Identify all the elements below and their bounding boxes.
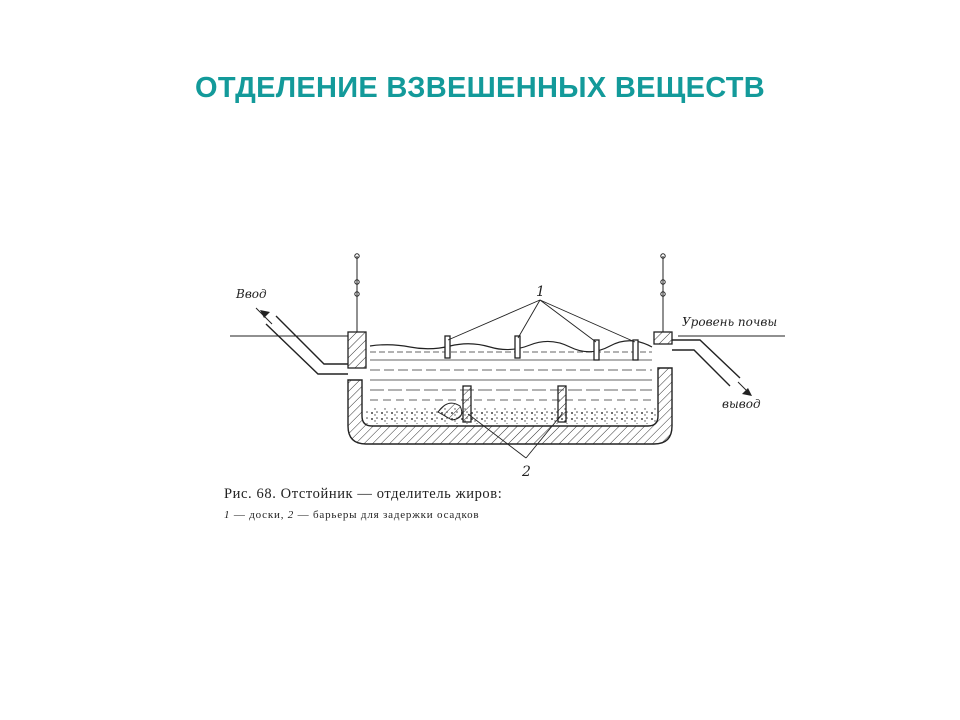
callout-2: 2: [521, 464, 531, 480]
tank-walls: [347, 367, 673, 445]
caption-title: Рис. 68. Отстойник — отделитель жиров:: [224, 486, 503, 502]
water: [370, 351, 652, 401]
left-post: [347, 253, 367, 369]
sediment-lump: [437, 402, 463, 421]
sediment: [366, 408, 656, 424]
barriers: [462, 385, 567, 423]
diagram-svg: Ввод Уровень почвы вывод 1 2: [230, 253, 785, 480]
slide-title: ОТДЕЛЕНИЕ ВЗВЕШЕННЫХ ВЕЩЕСТВ: [194, 72, 766, 104]
callout-1: 1: [536, 284, 545, 300]
settling-tank-diagram: Ввод Уровень почвы вывод 1 2: [220, 248, 800, 488]
legend-1-number: 1: [224, 509, 231, 521]
inlet-label: Ввод: [235, 287, 267, 301]
right-post: [653, 253, 673, 345]
legend-2-text: — барьеры для задержки осадков: [294, 509, 480, 521]
inlet-pipe: [255, 307, 348, 375]
leader-lines: [447, 299, 636, 459]
legend-2-number: 2: [287, 509, 295, 521]
boards: [444, 335, 639, 361]
ground-level-label: Уровень почвы: [682, 315, 777, 329]
outlet-pipe: [672, 339, 752, 396]
outlet-label: вывод: [722, 397, 761, 411]
legend-1-text: — доски,: [230, 509, 288, 521]
fat-layer: [369, 340, 653, 353]
figure-caption: Рис. 68. Отстойник — отделитель жиров: 1…: [224, 486, 784, 521]
caption-legend: 1 — доски, 2 — барьеры для задержки осад…: [224, 509, 784, 521]
